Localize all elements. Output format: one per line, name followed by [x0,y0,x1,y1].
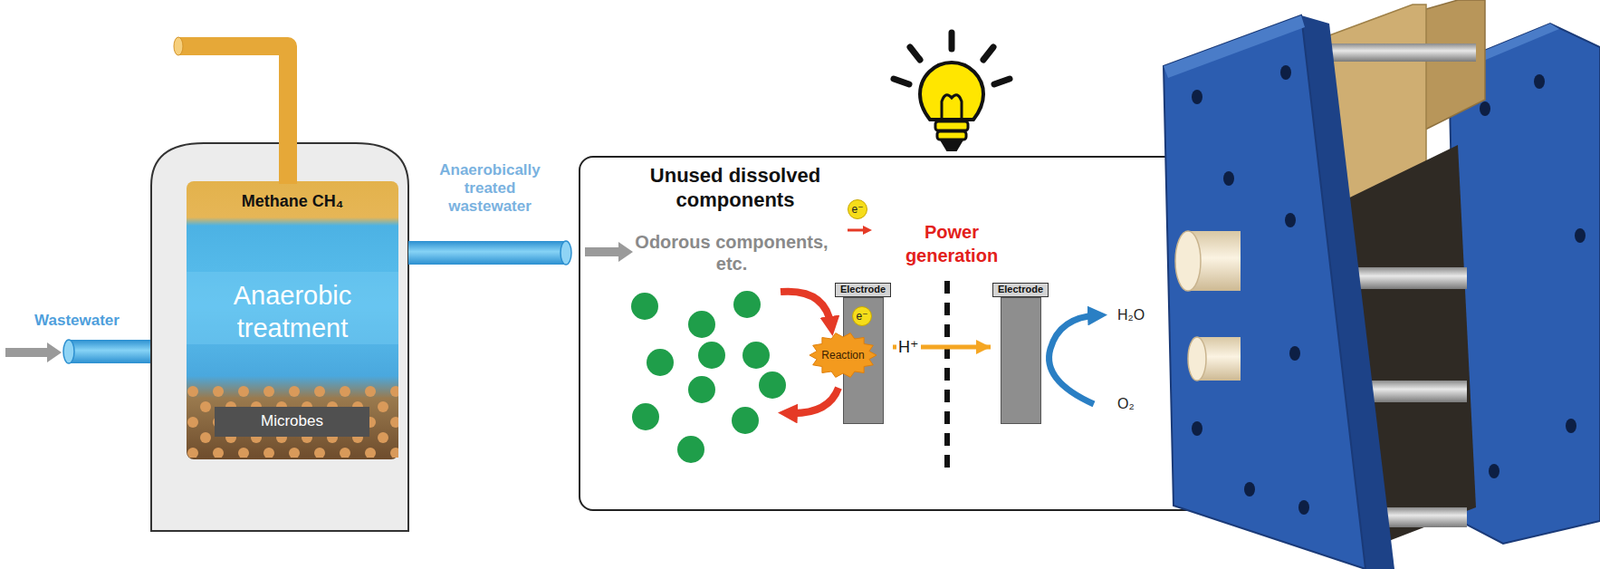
electrode: Electrode [992,282,1049,424]
edge-label: H⁺ [896,336,921,357]
electrode-plate [1000,297,1042,424]
reaction-burst: Reaction [808,331,878,379]
microbes-box: Microbes [214,406,370,437]
gas-label: Methane CH₄ [186,183,399,221]
inlet-label: Wastewater [16,311,138,330]
electrode-label: Electrode [992,282,1049,298]
reaction-label: Reaction [808,331,878,379]
product-label: H₂O [1117,306,1172,324]
box-label: Microbes [214,406,370,437]
outlet-label: Anaerobically treated wastewater [421,161,558,216]
electron-symbol: e⁻ [852,306,872,326]
gas-band: Methane CH₄ [186,183,399,221]
power-label: Power generation [892,220,1011,268]
zone-title: Anaerobic treatment [186,278,399,345]
panel-title: Unused dissolved components [617,162,853,212]
electron-symbol: e⁻ [847,199,868,220]
treatment-zone: Anaerobic treatmentMicrobes [186,271,399,458]
fuel-cell-panel: Unused dissolved componentsOdorous compo… [578,155,1281,511]
panel-subtitle: Odorous components, etc. [632,230,832,275]
reactant-label: O₂ [1117,394,1172,412]
electrode-label: Electrode [834,282,892,298]
